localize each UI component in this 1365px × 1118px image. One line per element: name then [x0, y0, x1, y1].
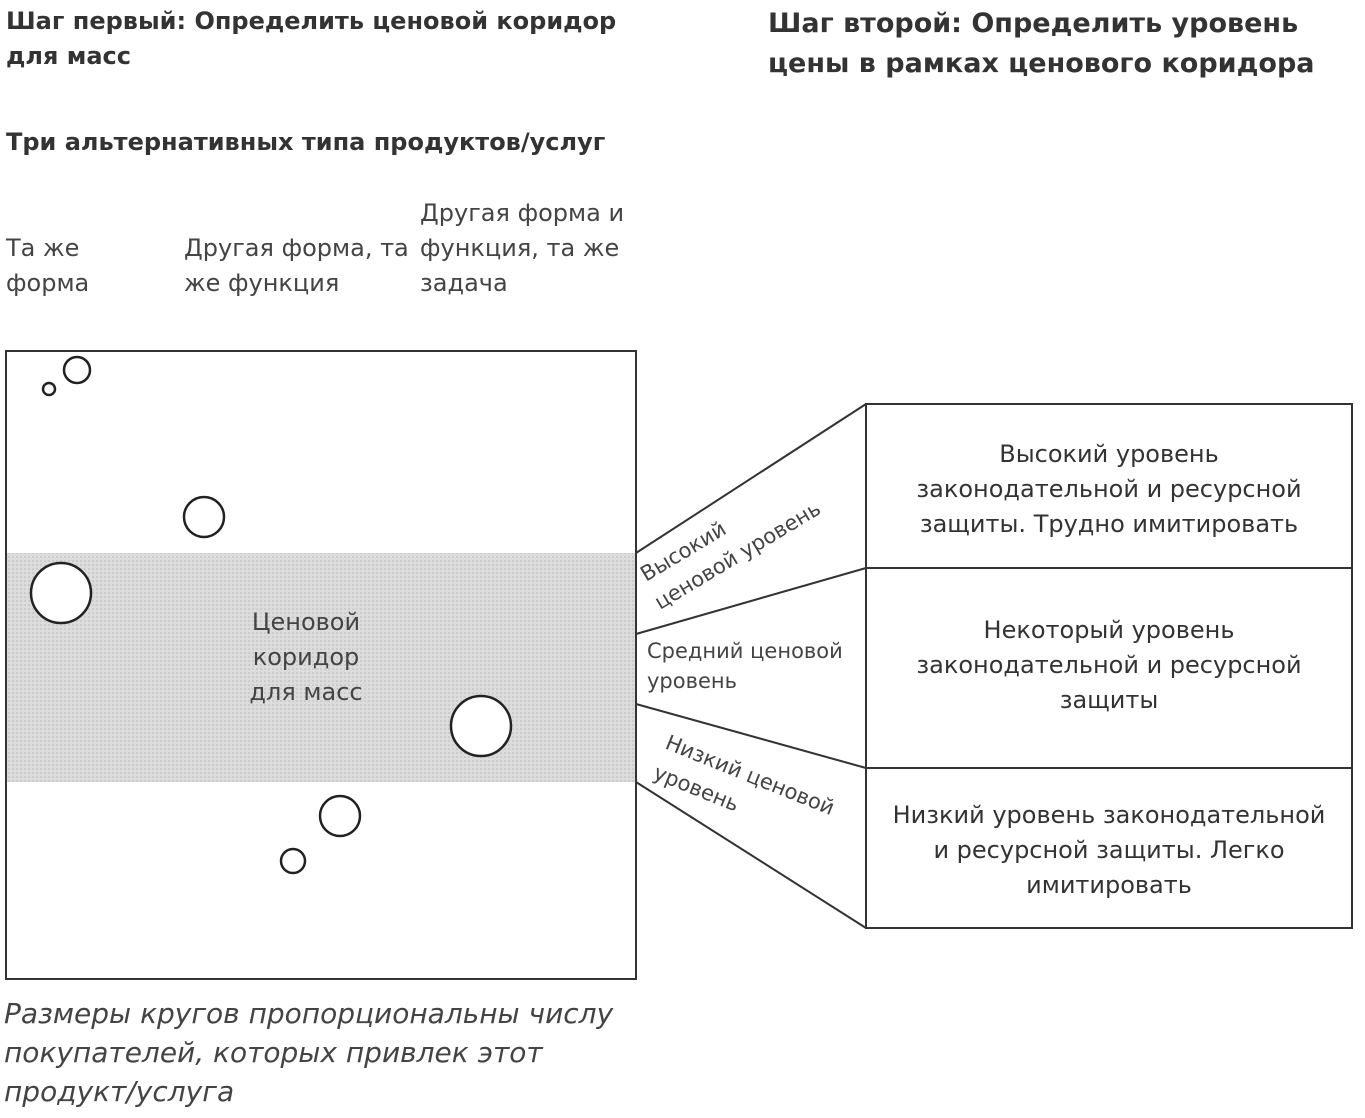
product-circle [182, 495, 226, 539]
step-two-title: Шаг второй: Определить уровень цены в ра… [768, 8, 1315, 79]
mid-box-text-line-3: защиты [1060, 686, 1159, 714]
mass-corridor-band [7, 553, 635, 782]
circle-size-note: Размеры кругов пропорциональны числу пок… [4, 997, 614, 1108]
step-one-title: Шаг первый: Определить ценовой коридор д… [6, 7, 617, 70]
mid-level-label-line-1: Средний ценовой [647, 639, 843, 663]
product-circle [29, 561, 93, 625]
mid-protection-box [865, 567, 1353, 769]
product-circle [279, 847, 307, 875]
column-label-different-form-function: Другая форма и функция, та же задача [420, 199, 625, 297]
column-label-different-form-same-function: Другая форма, та же функция [184, 234, 409, 297]
product-circle [449, 694, 513, 758]
product-circle [318, 794, 362, 838]
mid-box-text-line-2: законодательной и ресурсной [916, 651, 1301, 679]
high-box-text-line-1: Высокий уровень [999, 440, 1218, 468]
corridor-label-line-2: коридор [253, 643, 360, 671]
low-box-text-line-1: Низкий уровень законодательной [893, 801, 1326, 829]
product-circle [62, 355, 92, 385]
mid-box-text-line-1: Некоторый уровень [984, 616, 1235, 644]
mid-level-label-line-2: уровень [647, 669, 737, 693]
high-box-text-line-3: защиты. Трудно имитировать [920, 510, 1298, 538]
low-box-text-line-3: имитировать [1026, 871, 1192, 899]
high-box-text-line-2: законодательной и ресурсной [916, 475, 1301, 503]
corridor-label-line-1: Ценовой [252, 608, 360, 636]
product-circle [41, 381, 57, 397]
column-label-same-form: Та же форма [6, 234, 90, 297]
product-types-subtitle: Три альтернативных типа продуктов/услуг [6, 128, 606, 156]
corridor-label-line-3: для масс [249, 678, 362, 706]
low-box-text-line-2: и ресурсной защиты. Легко [933, 836, 1284, 864]
low-protection-box [865, 767, 1353, 929]
